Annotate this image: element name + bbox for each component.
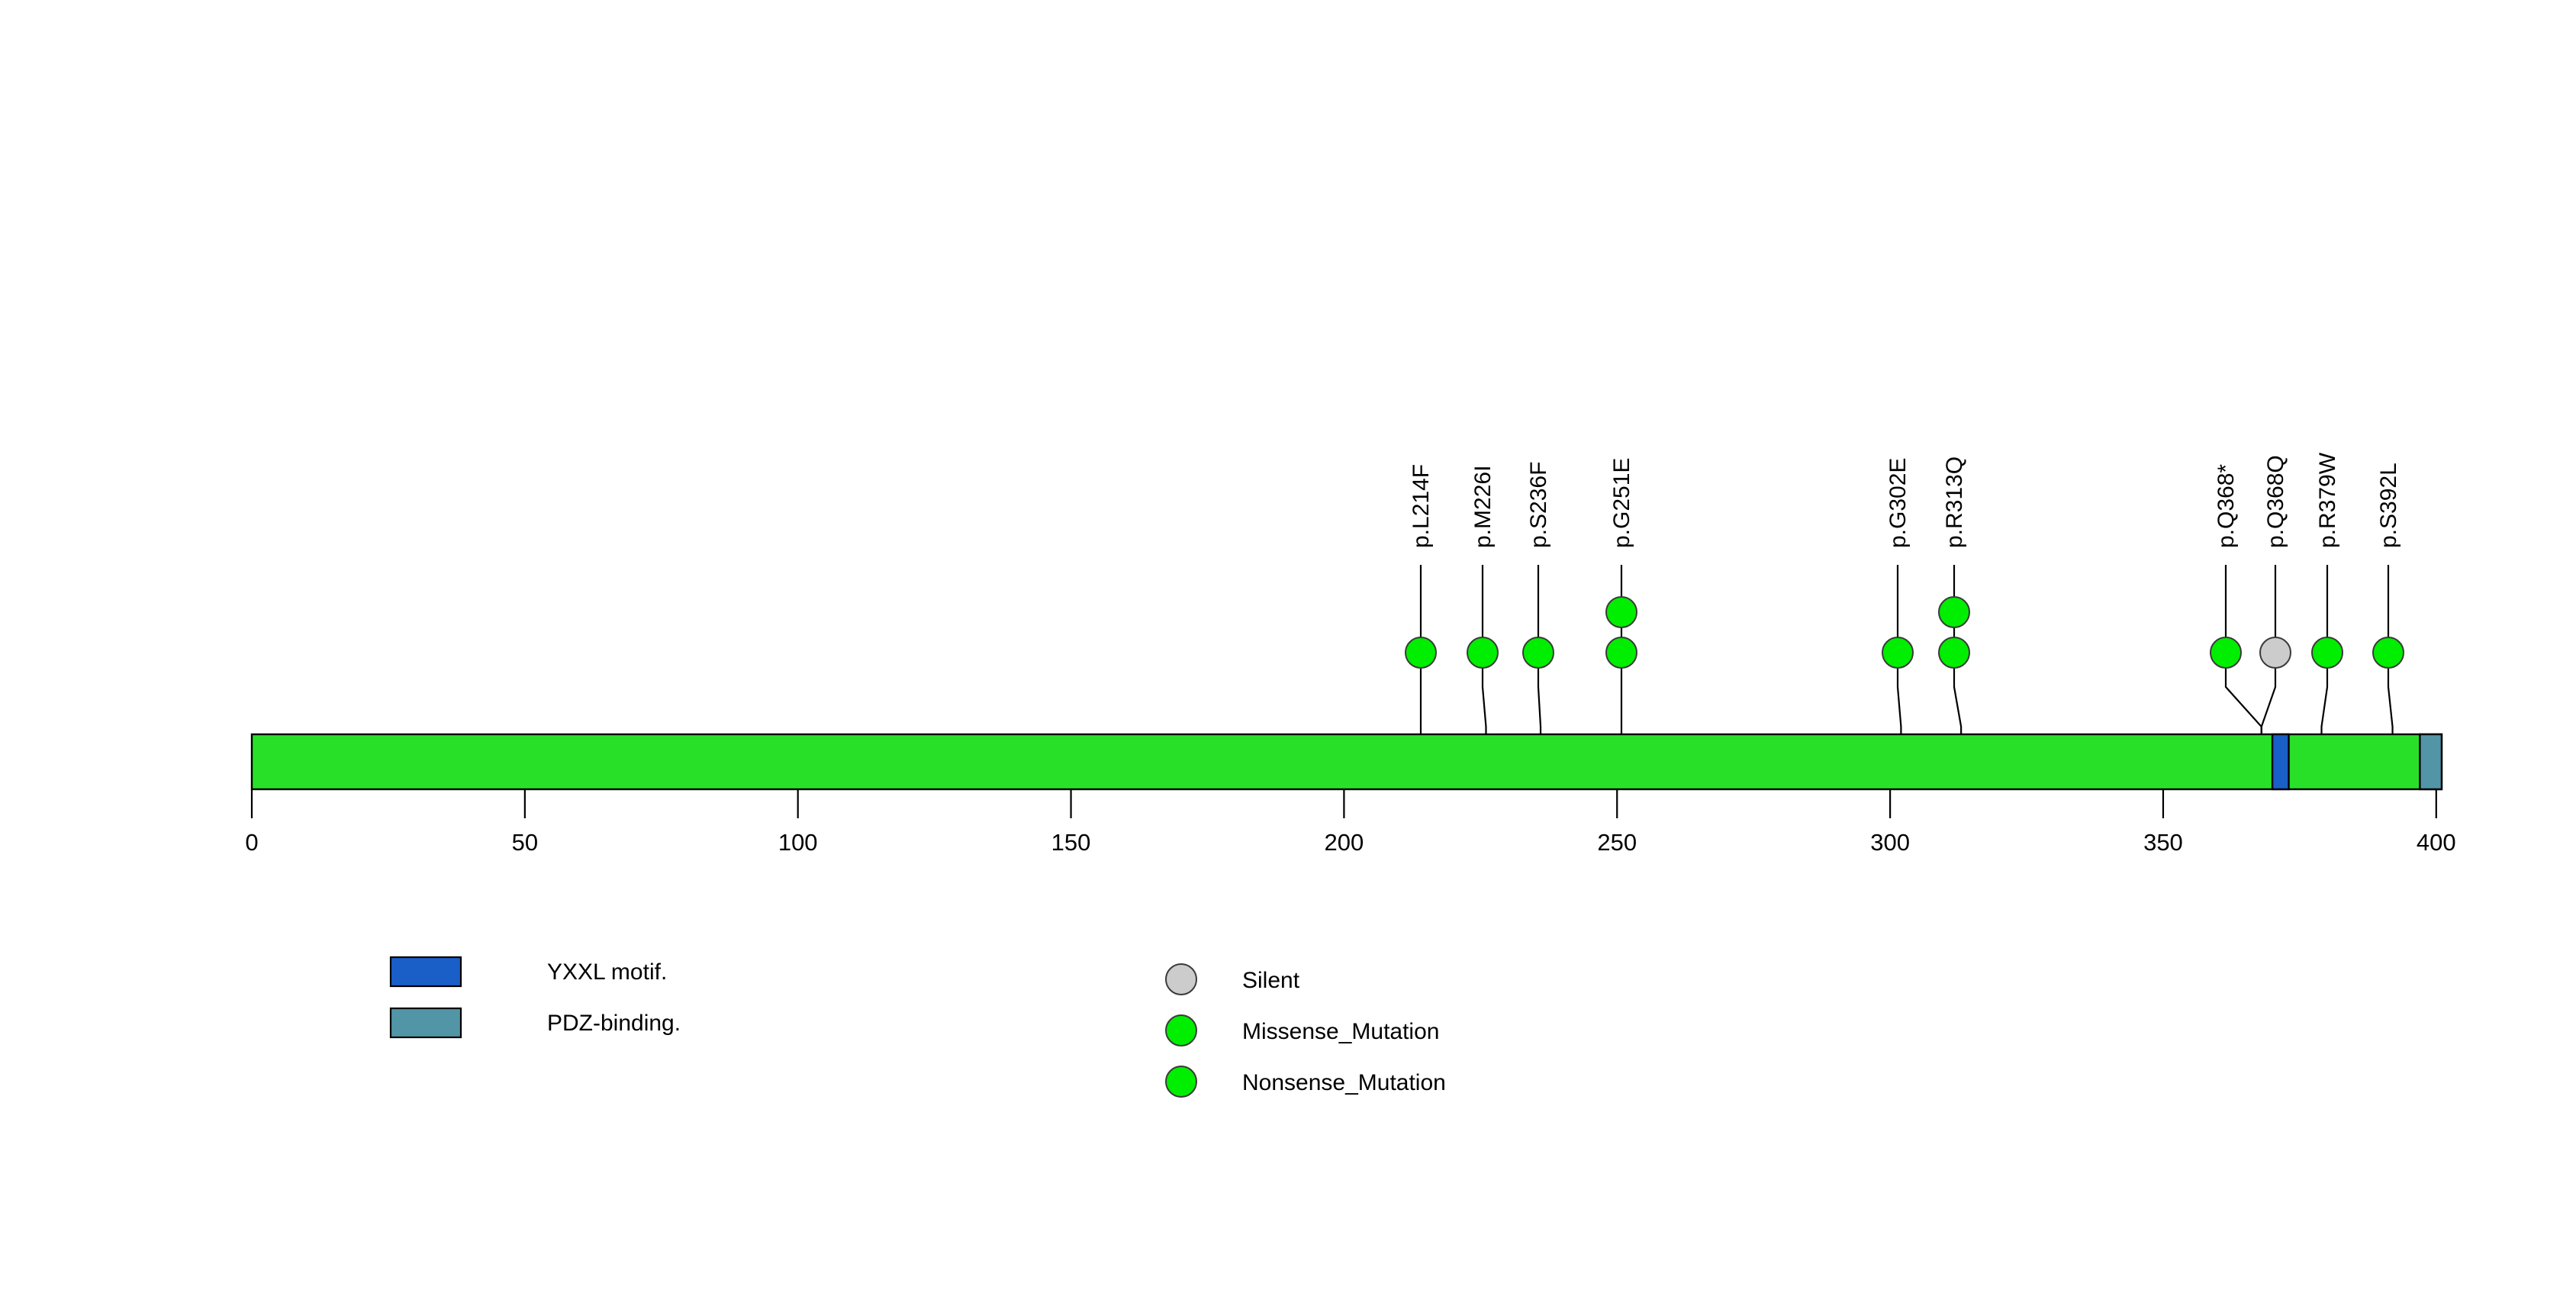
protein-backbone-group [250,733,2443,791]
x-axis-tick-label: 200 [1325,829,1364,856]
domain-legend-label: PDZ-binding. [547,1011,681,1036]
mutation-label: p.M226I [1470,466,1496,548]
x-axis-tick-label: 400 [2417,829,2456,856]
x-axis-tick-label: 300 [1870,829,1910,856]
mutation-legend-label: Missense_Mutation [1242,1019,1439,1044]
x-axis-tick-label: 250 [1597,829,1637,856]
mutation-stem [1537,565,1542,734]
mutation-stem [2320,565,2329,734]
mutation-label: p.Q368* [2214,464,2239,548]
mutation-label: p.S236F [1526,462,1551,548]
x-axis-tick-label: 50 [512,829,538,856]
mutation-legend-dot [1165,963,1197,995]
x-axis-tick-label: 150 [1051,829,1091,856]
mutation-heads-group [1405,596,2404,669]
mutation-legend-dot [1165,1066,1197,1098]
mutation-stem [1481,565,1487,734]
mutation-head[interactable] [2372,637,2404,669]
mutation-head[interactable] [1938,637,1970,669]
x-axis-tick-label: 350 [2143,829,2183,856]
x-axis-group: 0 50 100 150 200 250 300 350 400 [245,789,2456,856]
protein-domain-pdz-binding [2419,733,2443,791]
mutation-head[interactable] [1605,637,1637,669]
mutation-label: p.Q368Q [2263,455,2288,548]
mutation-label: p.S392L [2376,463,2401,548]
mutation-label: p.G302E [1885,458,1911,548]
mutation-legend-label: Silent [1242,968,1300,993]
domain-legend-group: YXXL motif. PDZ-binding. [389,956,681,1039]
mutation-label: p.R379W [2315,452,2340,548]
mutation-head[interactable] [2311,637,2343,669]
x-axis-tick-label: 0 [245,829,258,856]
mutation-label: p.G251E [1609,458,1634,548]
protein-backbone [250,733,2443,791]
domain-legend-swatch [389,956,462,988]
mutation-head[interactable] [1605,596,1637,628]
mutation-label: p.L214F [1409,464,1434,548]
mutation-label: p.R313Q [1942,456,1967,548]
domain-legend-swatch [389,1007,462,1039]
mutation-head[interactable] [1938,596,1970,628]
mutation-legend-dot [1165,1014,1197,1047]
mutation-stem [1896,565,1902,734]
mutation-labels-group: p.L214F p.M226I p.S236F p.G251E p.G302E p.R31… [1409,452,2401,548]
mutation-head[interactable] [2210,637,2242,669]
mutation-stem [2260,565,2277,734]
mutation-stem [2387,565,2394,734]
mutation-head[interactable] [2259,637,2291,669]
mutation-head[interactable] [1522,637,1554,669]
mutation-head[interactable] [1882,637,1914,669]
x-axis-tick-label: 100 [778,829,818,856]
mutation-stems-group [1419,565,2394,734]
mutation-head[interactable] [1405,637,1437,669]
domain-legend-label: YXXL motif. [547,959,667,985]
protein-domain-yxxl-motif [2271,733,2290,791]
mutation-head[interactable] [1467,637,1499,669]
mutation-legend-label: Nonsense_Mutation [1242,1070,1446,1095]
